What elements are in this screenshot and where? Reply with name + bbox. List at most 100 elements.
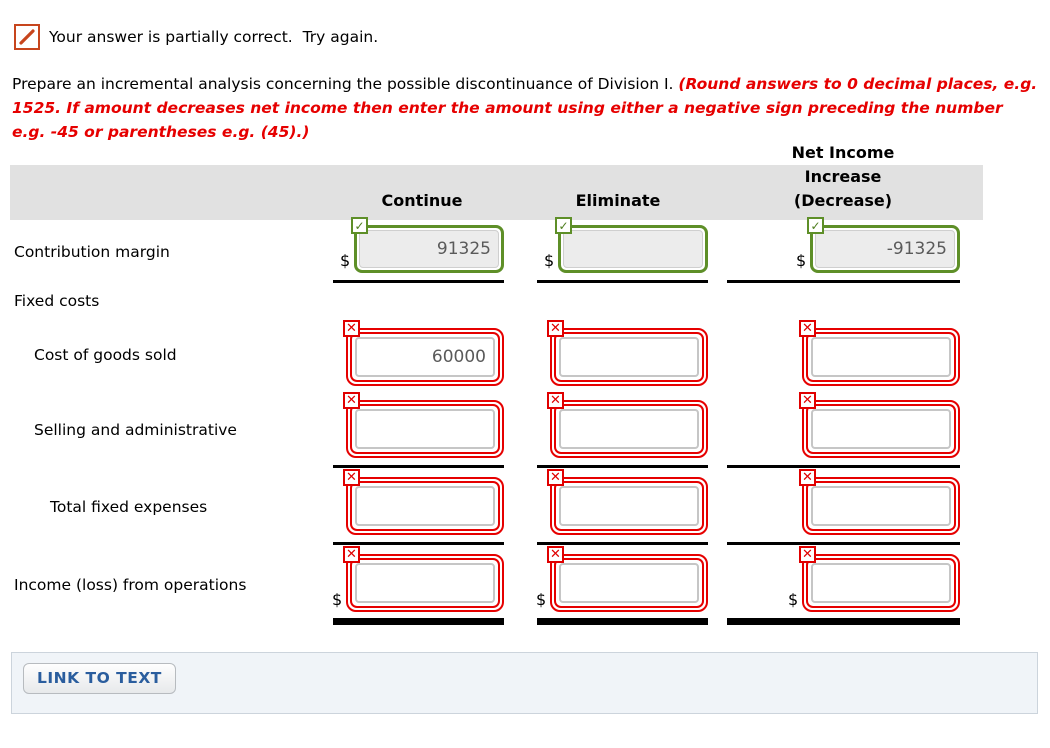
incorrect-x-icon: ✕	[547, 546, 564, 563]
incorrect-x-icon: ✕	[343, 469, 360, 486]
dollar-sign: $	[796, 251, 807, 270]
answer-box-correct	[810, 225, 960, 273]
input-income-operations-continue[interactable]	[355, 563, 495, 603]
table-cell: ✕	[537, 468, 710, 545]
empty-cell	[333, 283, 506, 319]
table-cell: ✓ $	[537, 217, 710, 283]
incorrect-x-icon: ✕	[547, 320, 564, 337]
dollar-sign: $	[788, 590, 799, 609]
column-header-eliminate: Eliminate	[575, 191, 661, 210]
answer-box-incorrect	[346, 477, 504, 535]
column-spacer	[506, 283, 537, 319]
table-cell: ✓ $	[727, 217, 962, 283]
table-cell: ✕	[537, 391, 710, 468]
table-cell: ✕	[333, 468, 506, 545]
answer-box-incorrect	[346, 554, 504, 612]
incremental-analysis-table: Continue Eliminate Net Income Increase (…	[10, 143, 983, 625]
feedback-message: Your answer is partially correct. Try ag…	[49, 28, 379, 46]
input-selling-admin-net-income[interactable]	[811, 409, 951, 449]
incorrect-x-icon: ✕	[547, 469, 564, 486]
row-label-fixed-costs: Fixed costs	[14, 292, 100, 310]
input-contribution-margin-eliminate[interactable]	[563, 230, 703, 268]
answer-box-incorrect	[802, 400, 960, 458]
dollar-sign: $	[340, 251, 351, 270]
input-cogs-eliminate[interactable]	[559, 337, 699, 377]
input-total-fixed-net-income[interactable]	[811, 486, 951, 526]
input-selling-admin-eliminate[interactable]	[559, 409, 699, 449]
column-spacer	[506, 220, 537, 283]
input-income-operations-eliminate[interactable]	[559, 563, 699, 603]
incorrect-x-icon: ✕	[343, 320, 360, 337]
column-spacer	[506, 391, 537, 468]
column-spacer	[506, 319, 537, 391]
table-cell: ✕ $	[536, 545, 710, 625]
answer-box-incorrect	[802, 554, 960, 612]
dollar-sign: $	[536, 590, 547, 609]
incorrect-x-icon: ✕	[799, 392, 816, 409]
incorrect-x-icon: ✕	[799, 546, 816, 563]
input-income-operations-net-income[interactable]	[811, 563, 951, 603]
input-total-fixed-continue[interactable]	[355, 486, 495, 526]
row-label-total-fixed-expenses: Total fixed expenses	[50, 497, 208, 516]
column-spacer	[710, 391, 727, 468]
table-cell: ✕ $	[332, 545, 506, 625]
footer-panel: LINK TO TEXT	[11, 652, 1038, 714]
row-label-contribution-margin: Contribution margin	[14, 242, 170, 261]
answer-box-incorrect	[550, 477, 708, 535]
answer-box-incorrect	[550, 328, 708, 386]
instructions-text: Prepare an incremental analysis concerni…	[12, 75, 679, 93]
empty-cell	[727, 283, 962, 319]
input-total-fixed-eliminate[interactable]	[559, 486, 699, 526]
incorrect-x-icon: ✕	[799, 320, 816, 337]
answer-box-incorrect	[346, 400, 504, 458]
problem-instructions: Prepare an incremental analysis concerni…	[12, 72, 1038, 144]
incorrect-x-icon: ✕	[343, 392, 360, 409]
table-cell: ✓ $	[333, 217, 506, 283]
incorrect-x-icon: ✕	[799, 469, 816, 486]
answer-box-incorrect	[802, 328, 960, 386]
input-selling-admin-continue[interactable]	[355, 409, 495, 449]
column-spacer	[506, 468, 537, 545]
correct-check-icon: ✓	[807, 217, 824, 234]
column-header-net-income: Net Income Increase (Decrease)	[791, 143, 895, 210]
link-to-text-button[interactable]: LINK TO TEXT	[23, 663, 176, 694]
input-contribution-margin-net-income[interactable]	[815, 230, 955, 268]
answer-box-incorrect	[550, 554, 708, 612]
column-spacer	[710, 319, 727, 391]
row-label-selling-and-administrative: Selling and administrative	[34, 420, 237, 439]
answer-box-incorrect	[802, 477, 960, 535]
dollar-sign: $	[332, 590, 343, 609]
answer-box-incorrect	[346, 328, 504, 386]
table-cell: ✕	[333, 319, 506, 391]
column-spacer	[710, 283, 727, 319]
input-contribution-margin-continue[interactable]	[359, 230, 499, 268]
column-spacer	[710, 468, 727, 545]
column-spacer	[506, 545, 537, 625]
column-spacer	[710, 545, 727, 625]
table-cell: ✕	[727, 391, 962, 468]
table-cell: ✕	[333, 391, 506, 468]
input-cogs-continue[interactable]	[355, 337, 495, 377]
table-cell: ✕ $	[727, 545, 962, 625]
table-cell: ✕	[727, 319, 962, 391]
empty-cell	[537, 283, 710, 319]
answer-box-correct	[558, 225, 708, 273]
pencil-icon	[14, 24, 40, 50]
dollar-sign: $	[544, 251, 555, 270]
table-cell: ✕	[727, 468, 962, 545]
column-spacer	[710, 220, 727, 283]
incorrect-x-icon: ✕	[343, 546, 360, 563]
incorrect-x-icon: ✕	[547, 392, 564, 409]
answer-feedback: Your answer is partially correct. Try ag…	[14, 24, 1050, 50]
column-header-continue: Continue	[381, 191, 463, 210]
input-cogs-net-income[interactable]	[811, 337, 951, 377]
answer-box-correct	[354, 225, 504, 273]
correct-check-icon: ✓	[351, 217, 368, 234]
answer-box-incorrect	[550, 400, 708, 458]
correct-check-icon: ✓	[555, 217, 572, 234]
instructions-rounding-note: (Round answers to 0 decimal places, e.g.…	[12, 75, 1038, 141]
row-label-income-from-operations: Income (loss) from operations	[14, 576, 247, 594]
table-header-row: Continue Eliminate Net Income Increase (…	[10, 143, 983, 220]
table-cell: ✕	[537, 319, 710, 391]
row-label-cost-of-goods-sold: Cost of goods sold	[34, 346, 177, 364]
